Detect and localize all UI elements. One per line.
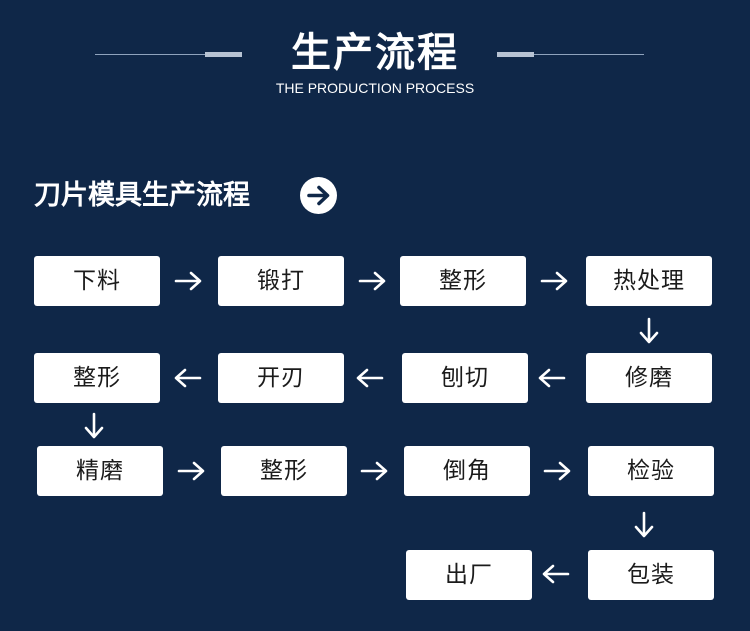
title-rule-right-thin — [534, 54, 644, 55]
step-box: 整形 — [400, 256, 526, 306]
arrow-right-icon — [543, 461, 571, 481]
arrow-right-icon — [360, 461, 388, 481]
arrow-left-icon — [356, 368, 384, 388]
step-box: 修磨 — [586, 353, 712, 403]
step-box: 检验 — [588, 446, 714, 496]
step-box: 锻打 — [218, 256, 344, 306]
step-box: 刨切 — [402, 353, 528, 403]
step-box: 精磨 — [37, 446, 163, 496]
page-title: 生产流程 — [291, 30, 459, 76]
step-box: 倒角 — [404, 446, 530, 496]
step-box: 下料 — [34, 256, 160, 306]
arrow-left-icon — [174, 368, 202, 388]
step-box: 出厂 — [406, 550, 532, 600]
title-rule-left-thick — [205, 52, 242, 57]
arrow-right-icon — [177, 461, 205, 481]
step-box: 整形 — [221, 446, 347, 496]
arrow-right-icon — [174, 271, 202, 291]
arrow-down-icon — [84, 412, 104, 439]
arrow-right-icon — [540, 271, 568, 291]
step-box: 开刃 — [218, 353, 344, 403]
arrow-down-icon — [634, 511, 654, 538]
page-subtitle: THE PRODUCTION PROCESS — [275, 80, 475, 96]
step-box: 热处理 — [586, 256, 712, 306]
arrow-right-icon — [358, 271, 386, 291]
step-box: 包装 — [588, 550, 714, 600]
title-rule-left-thin — [95, 54, 205, 55]
section-title: 刀片模具生产流程 — [34, 180, 250, 211]
step-box: 整形 — [34, 353, 160, 403]
arrow-down-icon — [639, 317, 659, 344]
arrow-left-icon — [542, 564, 570, 584]
title-rule-right-thick — [497, 52, 534, 57]
arrow-left-icon — [538, 368, 566, 388]
arrow-right-circle-icon — [300, 177, 337, 214]
